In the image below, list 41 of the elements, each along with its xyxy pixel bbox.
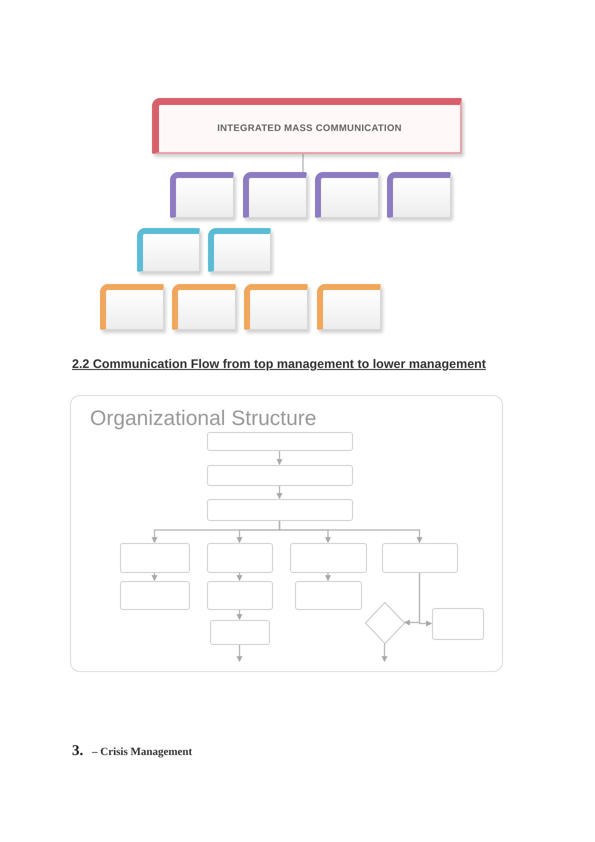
org-box <box>206 580 272 610</box>
chart-frame <box>70 395 503 672</box>
arrow <box>382 644 388 662</box>
org-box <box>294 580 362 610</box>
org-box <box>382 542 458 572</box>
heading-box <box>152 98 462 154</box>
box-label: INTEGRATED MASS COMMUNICATION <box>217 123 402 134</box>
category-box <box>244 284 308 330</box>
category-box <box>170 172 234 218</box>
connector-line <box>302 154 304 172</box>
category-box <box>317 284 381 330</box>
org-box <box>206 464 352 486</box>
arrow <box>236 610 242 620</box>
org-box <box>206 432 352 450</box>
arrow <box>418 572 432 626</box>
org-box <box>120 542 190 572</box>
section-number: 3. <box>72 743 84 760</box>
org-box <box>120 580 190 610</box>
category-box <box>100 284 164 330</box>
org-box <box>432 608 484 640</box>
org-box <box>206 542 272 572</box>
category-box <box>243 172 307 218</box>
org-box <box>206 498 352 520</box>
decision-diamond <box>364 602 404 644</box>
arrow <box>276 450 282 466</box>
arrow <box>236 572 242 582</box>
panel-title: Organizational Structure <box>90 407 316 431</box>
category-box <box>172 284 236 330</box>
arrow <box>276 486 282 500</box>
section-heading: – Crisis Management <box>92 746 192 758</box>
arrow <box>325 572 331 582</box>
category-box <box>315 172 379 218</box>
arrow <box>278 520 422 544</box>
org-box <box>290 542 366 572</box>
category-box <box>208 228 271 272</box>
figure-caption: 2.2 Communication Flow from top management to lower management <box>72 357 486 371</box>
category-box <box>387 172 451 218</box>
arrow <box>236 644 242 662</box>
arrow <box>152 572 158 582</box>
category-box <box>137 228 200 272</box>
org-box <box>210 620 270 644</box>
